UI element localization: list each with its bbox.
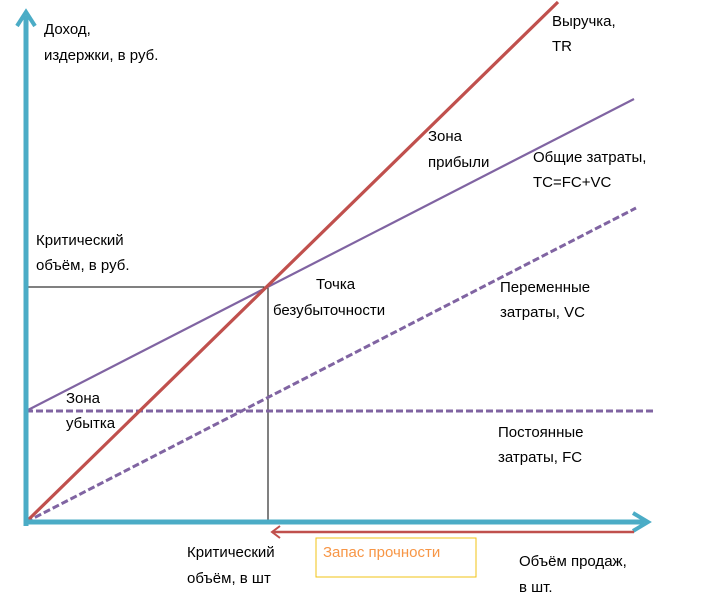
safety-margin-arrowhead [270,525,281,539]
profit-zone-label: Зона [428,128,463,145]
fixed-costs-label: Постоянные [498,424,583,441]
variable-costs-line [25,206,637,524]
loss-zone-label: убытка [66,415,116,432]
variable-costs-label: затраты, VC [500,304,585,321]
total-costs-line [25,98,635,412]
break-even-label: Точка [316,276,356,293]
y-axis-arrowhead [15,8,37,28]
revenue-line [24,0,560,524]
variable-costs-label: Переменные [500,279,590,296]
revenue-label: TR [552,38,572,55]
profit-zone-label: прибыли [428,154,489,171]
safety-margin-label: Запас прочности [323,544,440,561]
revenue-label: Выручка, [552,13,616,30]
x-axis-label: в шт. [519,579,553,596]
loss-zone-label: Зона [66,390,101,407]
critical-qty-label: объём, в шт [187,570,271,587]
y-axis-label: издержки, в руб. [44,47,158,64]
total-costs-label: Общие затраты, [533,149,646,166]
critical-qty-label: Критический [187,544,275,561]
critical-rub-label: объём, в руб. [36,257,130,274]
x-axis-arrowhead [631,511,652,533]
x-axis-label: Объём продаж, [519,553,627,570]
safety-margin-box [315,537,477,578]
break-even-label: безубыточности [273,302,385,319]
total-costs-label: TC=FC+VC [533,174,612,191]
critical-rub-label: Критический [36,232,124,249]
y-axis-label: Доход, [44,21,91,38]
fixed-costs-label: затраты, FC [498,449,582,466]
